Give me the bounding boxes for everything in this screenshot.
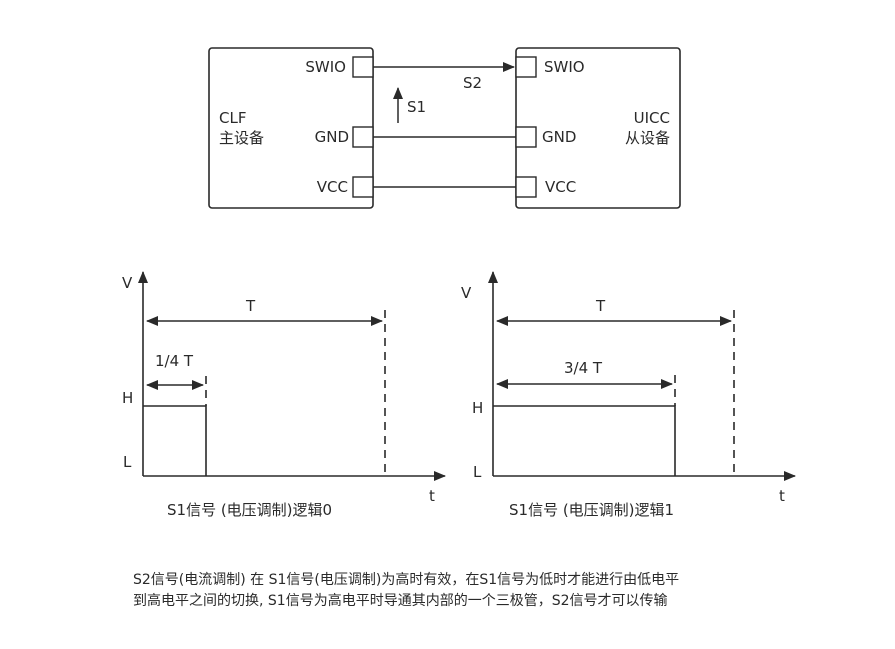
timing-right: V t H L T 3/4 T S1信号 (电压调制)逻辑1 <box>461 271 796 519</box>
uicc-label: UICC <box>634 109 670 127</box>
x-axis-label: t <box>429 487 435 505</box>
note-line-2: 到高电平之间的切换, S1信号为高电平时导通其内部的一个三极管，S2信号才可以传… <box>133 593 668 609</box>
period-label: T <box>245 297 256 315</box>
high-level-label: H <box>122 389 133 407</box>
timing-left: V t H L T 1/4 T S1信号 (电压调制)逻辑0 <box>122 271 446 519</box>
clf-gnd-label: GND <box>315 128 349 146</box>
period-label: T <box>595 297 606 315</box>
uicc-swio-label: SWIO <box>544 58 585 76</box>
uicc-swio-pin <box>515 56 537 78</box>
low-level-label: L <box>123 453 132 471</box>
clf-gnd-pin <box>352 126 374 148</box>
low-level-label: L <box>473 463 482 481</box>
uicc-sublabel: 从设备 <box>625 129 670 147</box>
s2-label: S2 <box>463 74 482 92</box>
x-axis-label: t <box>779 487 785 505</box>
y-axis-label: V <box>122 274 133 292</box>
uicc-gnd-label: GND <box>542 128 576 146</box>
timing-caption: S1信号 (电压调制)逻辑0 <box>167 501 332 519</box>
uicc-box <box>515 47 681 209</box>
note-line-1: S2信号(电流调制) 在 S1信号(电压调制)为高时有效，在S1信号为低时才能进… <box>133 572 680 588</box>
timing-caption: S1信号 (电压调制)逻辑1 <box>509 501 674 519</box>
clf-sublabel: 主设备 <box>219 129 264 147</box>
clf-vcc-pin <box>352 176 374 198</box>
explanation-note: S2信号(电流调制) 在 S1信号(电压调制)为高时有效，在S1信号为低时才能进… <box>133 570 773 612</box>
clf-swio-pin <box>352 56 374 78</box>
uicc-vcc-label: VCC <box>545 178 576 196</box>
s1-label: S1 <box>407 98 426 116</box>
uicc-gnd-pin <box>515 126 537 148</box>
uicc-vcc-pin <box>515 176 537 198</box>
block-diagram: S1 S2 CLF 主设备 UICC 从设备 SWIO GND VCC SWIO… <box>208 47 681 209</box>
clf-vcc-label: VCC <box>317 178 348 196</box>
clf-swio-label: SWIO <box>305 58 346 76</box>
pulse-label: 3/4 T <box>564 359 603 377</box>
clf-label: CLF <box>219 109 246 127</box>
pulse-label: 1/4 T <box>155 352 194 370</box>
y-axis-label: V <box>461 284 472 302</box>
signal-waveform <box>143 405 207 476</box>
signal-waveform <box>493 405 676 476</box>
high-level-label: H <box>472 399 483 417</box>
